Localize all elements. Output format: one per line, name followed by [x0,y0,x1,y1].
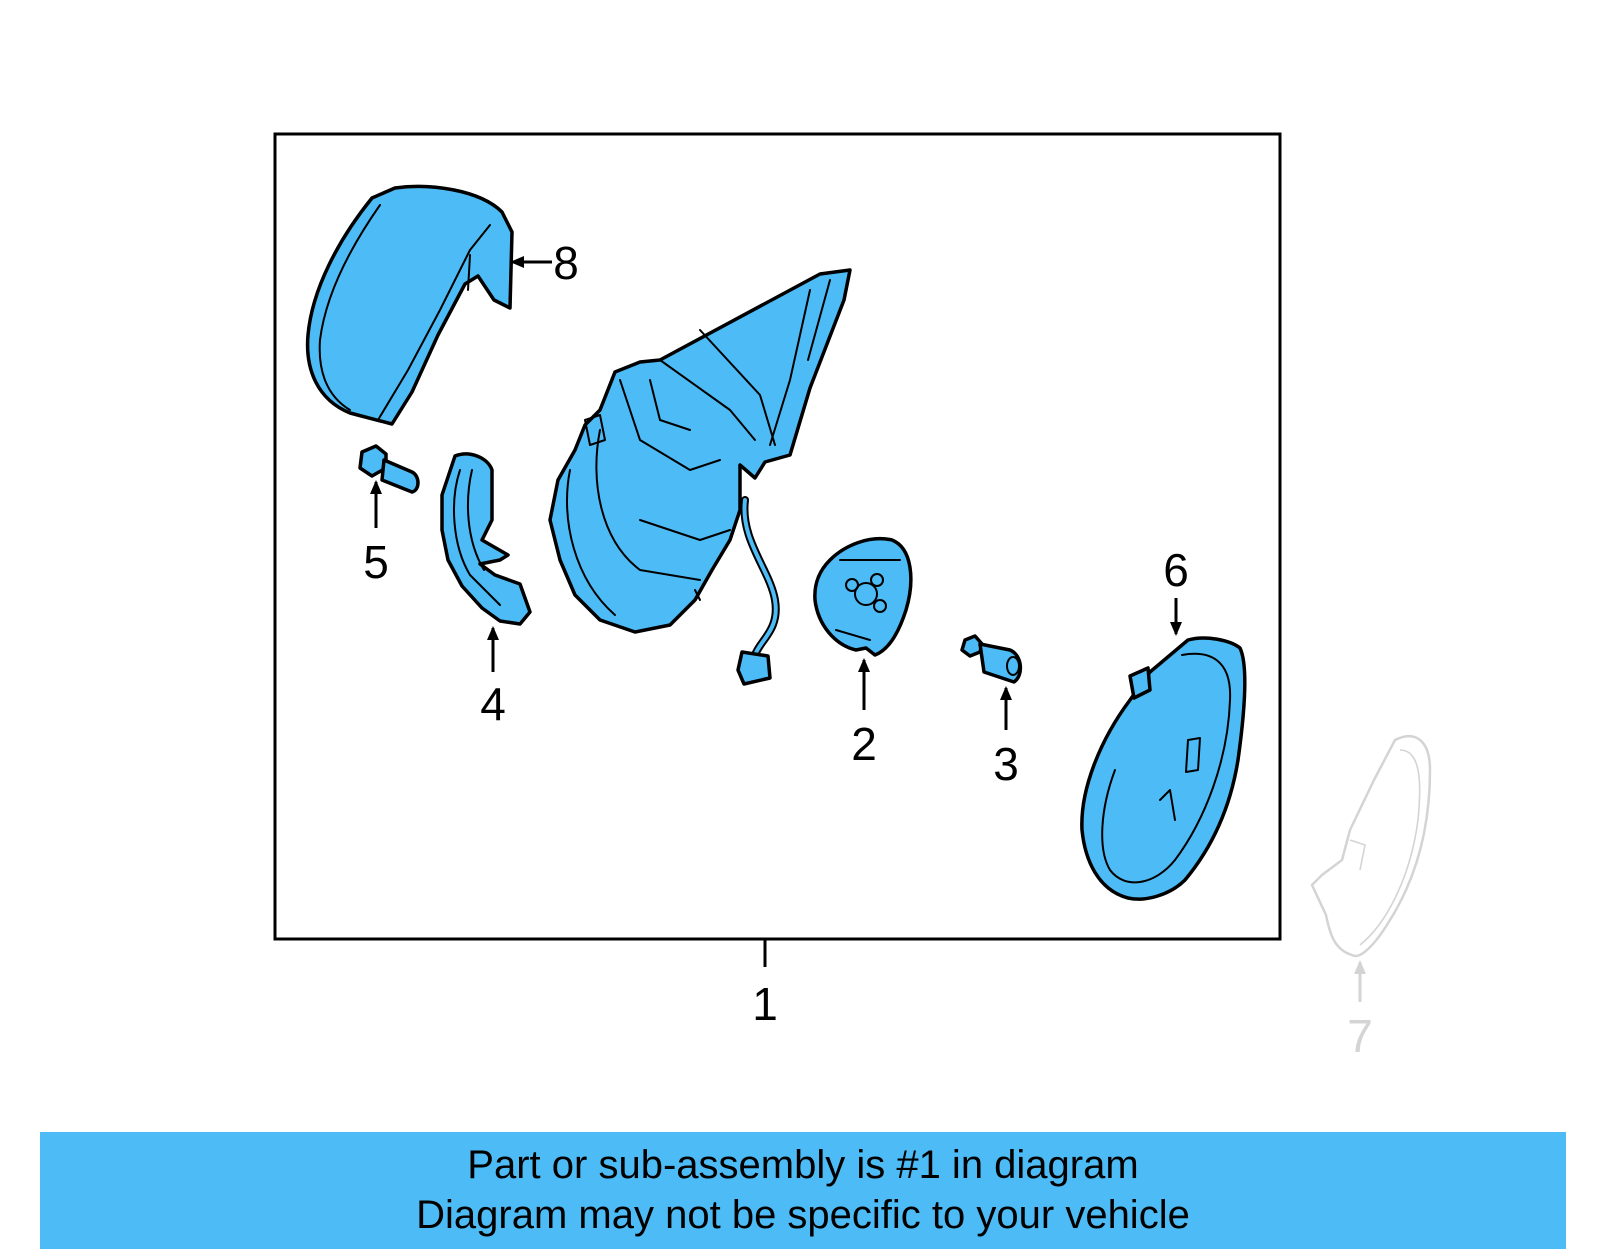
arrow-5 [370,480,382,494]
info-banner: Part or sub-assembly is #1 in diagram Di… [40,1132,1566,1249]
part-1-wire-harness[interactable] [736,496,780,686]
arrow-7 [1354,960,1366,974]
arrow-3 [1000,686,1012,700]
part-2-actuator[interactable] [813,537,913,657]
callout-8: 8 [553,237,579,289]
callout-6: 6 [1163,544,1189,596]
part-6-mirror-glass[interactable] [1080,636,1247,901]
part-1-mirror-housing[interactable] [548,268,852,634]
callout-3: 3 [993,738,1019,790]
part-4-inner-cover[interactable] [440,452,532,626]
arrow-2 [858,658,870,672]
banner-line-2: Diagram may not be specific to your vehi… [416,1193,1190,1237]
part-3-screw[interactable] [960,634,1023,684]
banner-line-1: Part or sub-assembly is #1 in diagram [467,1143,1139,1187]
arrow-4 [487,626,499,640]
callout-5: 5 [363,536,389,588]
arrow-8 [510,256,524,268]
callout-7: 7 [1347,1010,1373,1062]
callout-4: 4 [480,678,506,730]
callout-2: 2 [851,718,877,770]
part-7-ghost-component[interactable] [1310,735,1432,958]
callout-1: 1 [752,978,778,1030]
part-8-mirror-cover[interactable] [305,184,514,426]
arrow-6 [1170,622,1182,636]
part-5-bolt[interactable] [358,444,420,494]
